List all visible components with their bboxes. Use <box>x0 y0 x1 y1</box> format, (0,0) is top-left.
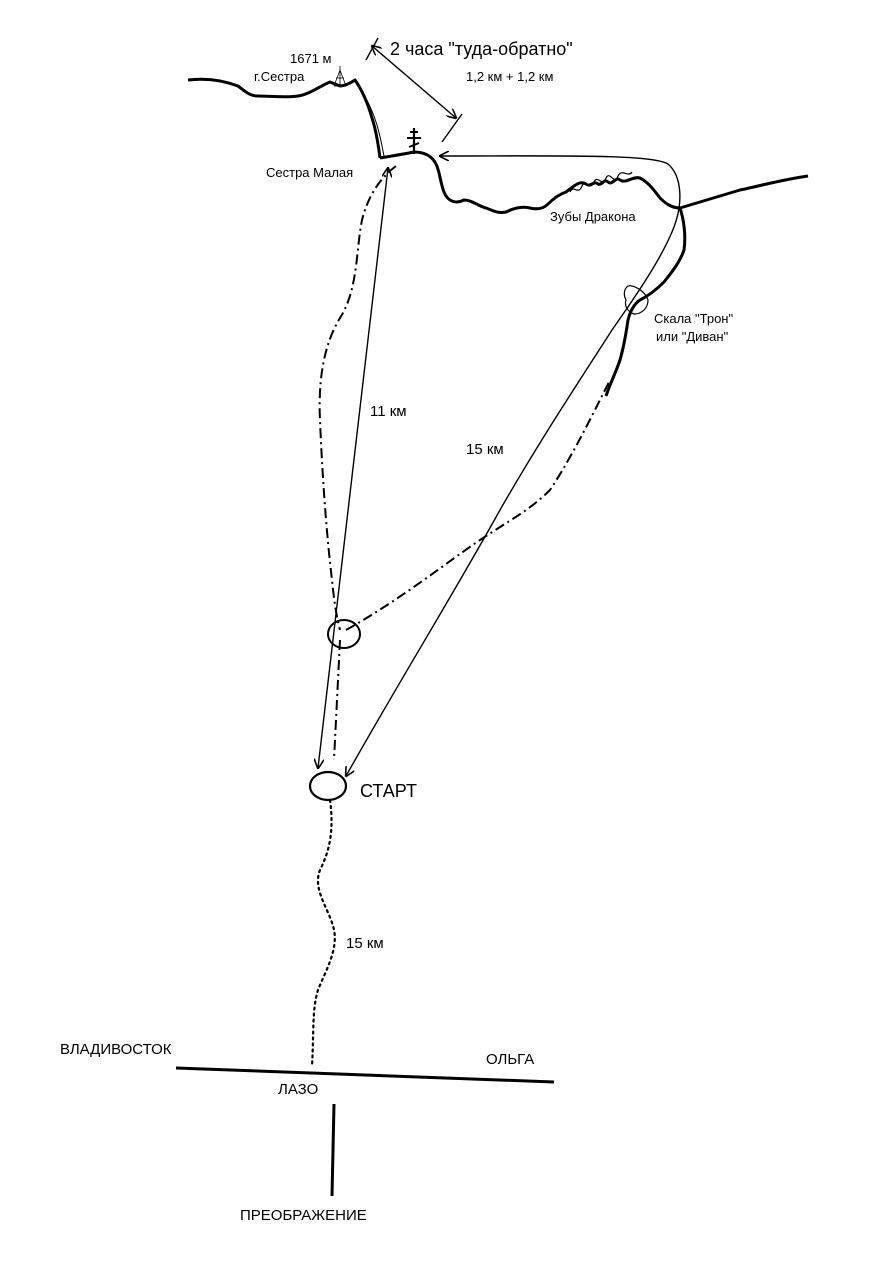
sestra-height-label: 1671 м <box>290 51 332 66</box>
east-spur <box>604 207 687 397</box>
summit-tick-top <box>365 37 379 61</box>
summit-trip-distance-label: 1,2 км + 1,2 км <box>466 69 554 84</box>
trail-west-dashdot <box>318 165 397 631</box>
start-marker <box>308 770 348 802</box>
throne-rock <box>623 285 649 315</box>
junction-marker <box>327 619 361 649</box>
vladivostok-label: ВЛАДИВОСТОК <box>60 1041 172 1058</box>
ridge-line <box>187 77 382 159</box>
road-to-preobrazhenie <box>330 1103 336 1197</box>
trail-connector-dashdot <box>345 379 611 631</box>
sestra-peak-icon <box>333 66 347 87</box>
trail-south-dashdot <box>333 639 341 761</box>
summit-trip-time-label: 2 часа "туда-обратно" <box>390 39 573 59</box>
west-distance-label: 11 км <box>370 403 407 420</box>
sestra-malaya-label: Сестра Малая <box>266 165 354 180</box>
orthodox-cross-icon <box>407 128 421 154</box>
west-route-solid <box>318 168 388 768</box>
throne-rock-label-1: Скала "Трон" <box>654 311 734 326</box>
summit-tick-bottom <box>441 113 463 143</box>
approach-track-dotted <box>310 798 336 1068</box>
lazo-label: ЛАЗО <box>278 1081 319 1098</box>
dragon-teeth-label: Зубы Дракона <box>550 209 636 224</box>
ridge-line-thin <box>354 79 385 157</box>
main-road <box>175 1066 555 1084</box>
sestra-name-label: г.Сестра <box>254 69 305 84</box>
olga-label: ОЛЬГА <box>486 1051 535 1068</box>
approach-distance-label: 15 км <box>346 935 384 952</box>
east-distance-label: 15 км <box>466 441 504 458</box>
preobrazhenie-label: ПРЕОБРАЖЕНИЕ <box>240 1207 367 1224</box>
throne-rock-label-2: или "Диван" <box>656 329 729 344</box>
start-label: СТАРТ <box>360 781 417 801</box>
east-route-solid <box>346 156 681 776</box>
dragon-teeth-detail <box>569 171 633 193</box>
summit-trip-arrow <box>372 46 456 118</box>
